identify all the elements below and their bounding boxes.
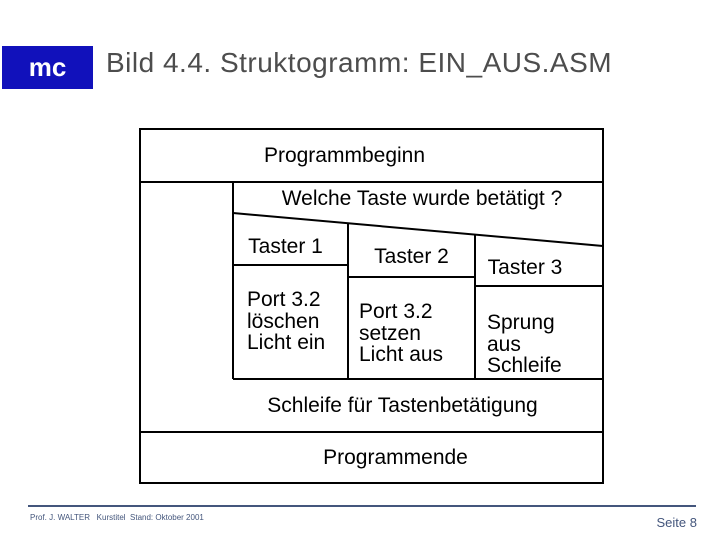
mc-logo-label: mc [28,52,67,82]
branch-taster1-label: Taster 1 [248,234,323,258]
mc-logo: mc [2,46,93,89]
page-title: Bild 4.4. Struktogramm: EIN_AUS.ASM [106,47,613,78]
footer-credits: Prof. J. WALTER Kurstitel Stand: Oktober… [30,513,204,522]
page-number: Seite 8 [656,515,697,530]
branch-taster3-body: Sprung aus Schleife [487,311,562,377]
node-case-condition: Welche Taste wurde betätigt ? [281,186,563,210]
node-loop: Schleife für Tastenbetätigung [267,394,538,417]
branch-taster2-label: Taster 2 [374,244,449,268]
outer-border [139,128,604,484]
branch-taster3-label: Taster 3 [487,255,563,279]
footer-divider [28,505,696,507]
node-programmende: Programmende [323,445,468,469]
node-programmbeginn: Programmbeginn [263,143,426,167]
case-diagonal [232,212,604,247]
branch-taster1-body: Port 3.2 löschen Licht ein [247,288,326,354]
branch-taster2-body: Port 3.2 setzen Licht aus [359,300,444,366]
